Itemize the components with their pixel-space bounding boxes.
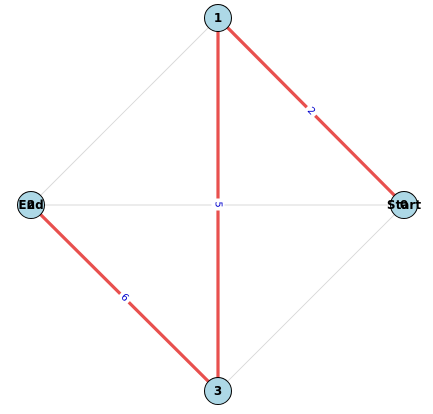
node-label-2-0: 2: [27, 198, 35, 212]
edge-1-2: [30, 17, 219, 206]
node-circle-3: [204, 377, 232, 405]
node-label-1-0: 1: [214, 11, 222, 25]
edge-weight-labels: 2 5 6: [115, 102, 320, 307]
node-label-0-1: Start: [387, 198, 421, 212]
edge-weight-label-1-3: 5: [211, 198, 225, 211]
node-circle-2: [17, 191, 45, 219]
edge-weight-text: 5: [213, 201, 224, 207]
node-circle-1: [204, 4, 232, 32]
node-3: 3: [204, 377, 232, 405]
edge-3-0: [217, 204, 405, 392]
edge-weight-label-1-0: 2: [302, 102, 320, 121]
node-label-0-0: 0: [400, 198, 408, 212]
node-label-3-0: 3: [214, 384, 222, 398]
node-label-2-1: End: [18, 198, 43, 212]
node-circle-0: [390, 191, 418, 219]
node-1: 1: [204, 4, 232, 32]
edge-weight-label-2-3: 6: [115, 289, 134, 307]
